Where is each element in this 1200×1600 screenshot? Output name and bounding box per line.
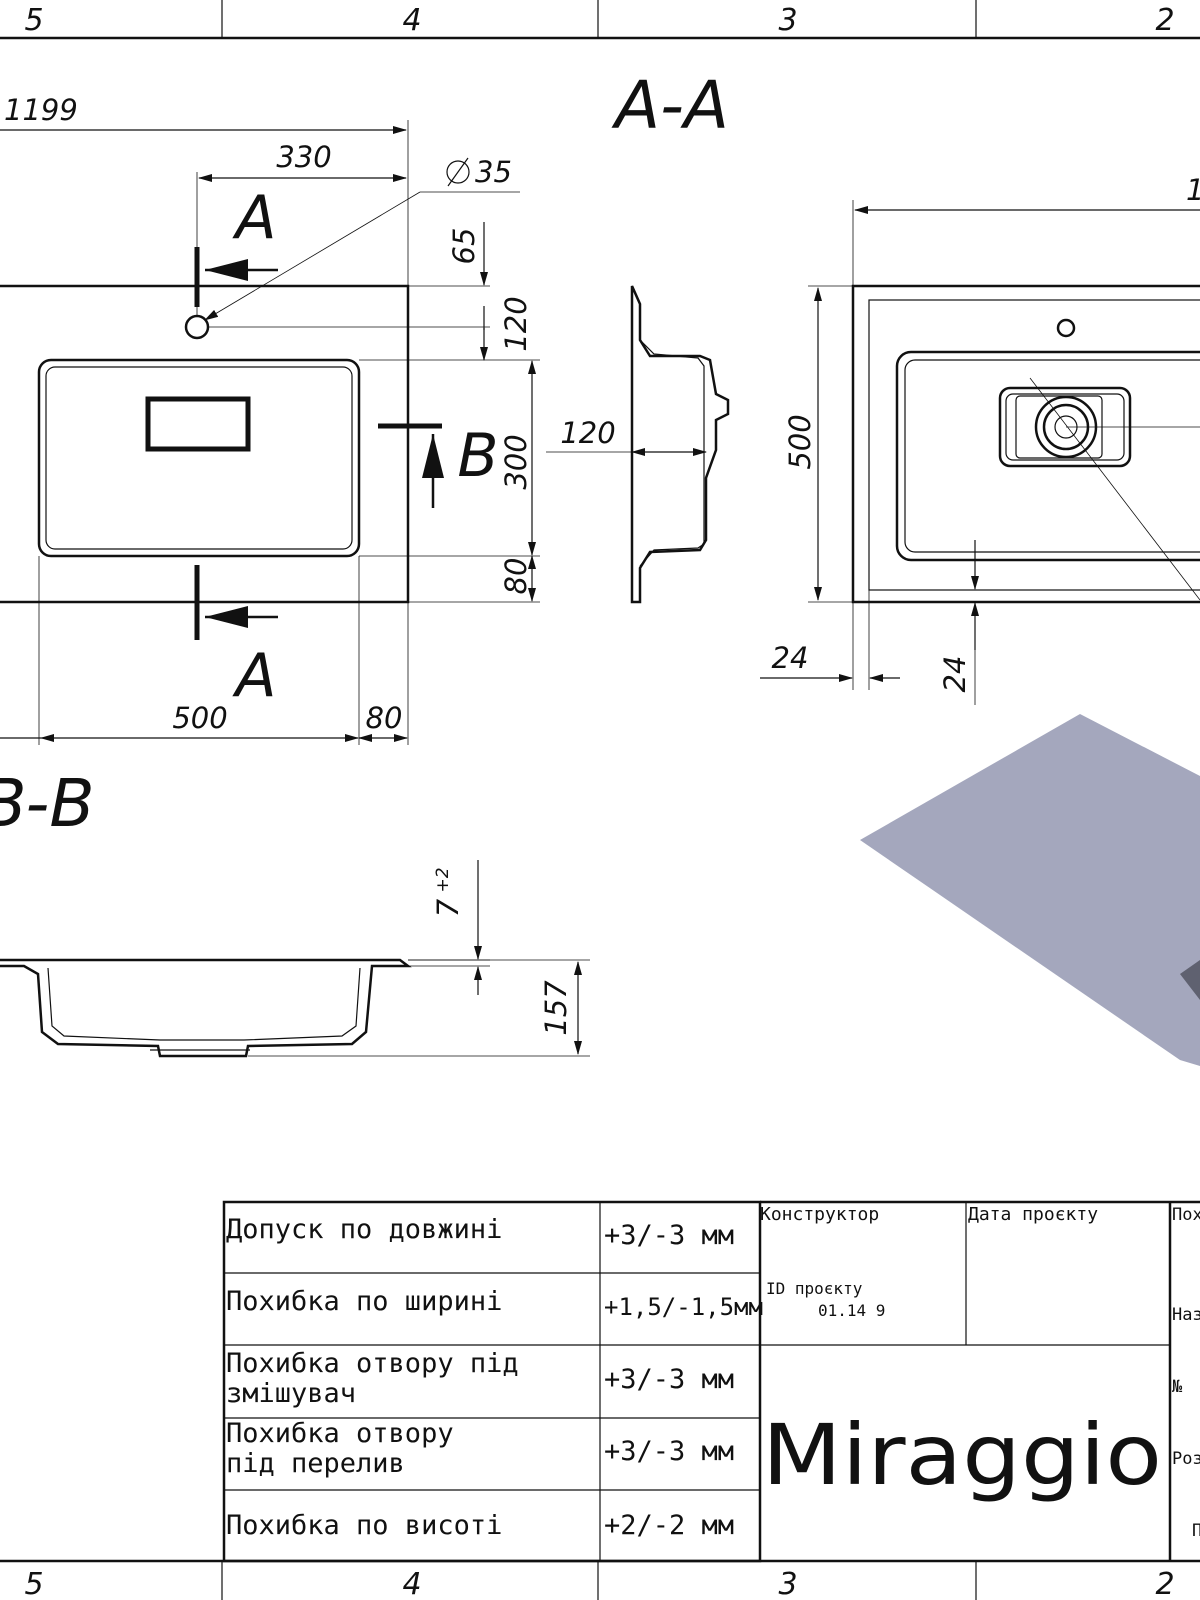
title-field-name: Наз xyxy=(1172,1305,1200,1325)
brand-logo-miraggio: Miraggio xyxy=(762,1406,1162,1504)
title-field-sheet: П xyxy=(1192,1521,1200,1541)
aa-mixer-hole xyxy=(1056,318,1076,338)
dim-diameter-35: 35 xyxy=(475,155,512,189)
designer-label: Конструктор xyxy=(760,1204,879,1225)
title-field-number: № xyxy=(1172,1377,1183,1397)
side-profile xyxy=(630,285,730,604)
section-mark-a-bottom: A xyxy=(231,641,276,711)
dim-80-bottom: 80 xyxy=(366,701,403,735)
section-mark-b: B xyxy=(457,421,498,491)
dim-length-partial: 1 xyxy=(1186,173,1200,207)
render-bowl-shadow xyxy=(1180,960,1200,1000)
zone-label-top-3: 3 xyxy=(778,3,797,38)
side-view: 120 xyxy=(546,285,730,604)
aa-bowl-outline xyxy=(895,350,1200,562)
zone-label-top-2: 2 xyxy=(1155,3,1174,38)
dim-7: 7 xyxy=(431,898,465,917)
frame-bottom-strip: 5 4 3 2 xyxy=(0,1559,1200,1600)
dim-120-depth: 120 xyxy=(560,416,615,450)
section-bb-title: B-B xyxy=(0,765,95,842)
dim-157: 157 xyxy=(539,980,573,1036)
tolerance-label-mixer-hole: Похибка отвору під змішувач xyxy=(226,1348,535,1409)
tolerance-value-length: +3/-3 мм xyxy=(604,1220,734,1251)
dim-500-width: 500 xyxy=(783,414,817,469)
dim-1199: 1199 xyxy=(4,93,78,127)
zone-label-bottom-5: 5 xyxy=(24,1567,43,1600)
title-field-size: Роз xyxy=(1172,1449,1200,1469)
frame-top-strip: 5 4 3 2 xyxy=(0,0,1200,40)
dim-120: 120 xyxy=(499,296,533,351)
section-bb-view: B-B 7 +2 157 xyxy=(0,765,590,1058)
aa-rim-outline xyxy=(868,299,1200,591)
zone-label-bottom-3: 3 xyxy=(778,1567,797,1600)
project-id-value: 01.14 9 xyxy=(818,1301,885,1320)
dim-300: 300 xyxy=(499,434,533,489)
countertop-outline xyxy=(0,284,410,604)
zone-label-top-4: 4 xyxy=(402,3,421,38)
dim-65: 65 xyxy=(447,228,481,265)
tolerance-value-width: +1,5/-1,5мм xyxy=(604,1293,763,1321)
render-countertop xyxy=(860,714,1200,1066)
aa-outer-outline xyxy=(851,284,1200,604)
zone-label-top-5: 5 xyxy=(24,3,43,38)
aa-drain xyxy=(998,377,1200,601)
tolerance-label-overflow-hole: Похибка отвору під перелив xyxy=(226,1418,470,1479)
section-mark-a-top: A xyxy=(231,183,276,253)
bb-profile xyxy=(0,958,412,1058)
bowl-inner-outline xyxy=(45,366,353,550)
overflow-slot xyxy=(145,396,251,452)
title-block: Конструктор Дата проєкту ID проєкту 01.1… xyxy=(760,1200,1200,1561)
zone-label-bottom-2: 2 xyxy=(1155,1567,1174,1600)
tolerance-value-overflow-hole: +3/-3 мм xyxy=(604,1436,734,1467)
render-3d xyxy=(860,714,1200,1066)
project-date-label: Дата проєкту xyxy=(968,1204,1098,1225)
dim-330: 330 xyxy=(276,140,331,174)
project-id-label: ID проєкту xyxy=(766,1279,863,1298)
dim-7-tolerance: +2 xyxy=(433,867,453,892)
tolerance-label-height: Похибка по висоті xyxy=(226,1510,502,1541)
tolerance-label-length: Допуск по довжині xyxy=(226,1214,502,1245)
dim-24-rim-left: 24 xyxy=(772,641,809,675)
bowl-outline xyxy=(37,358,361,558)
plan-view: 1199 330 35 65 120 300 80 500 80 A xyxy=(0,93,540,745)
tolerance-value-mixer-hole: +3/-3 мм xyxy=(604,1364,734,1395)
section-aa-title: A-A xyxy=(611,67,729,144)
zone-label-bottom-4: 4 xyxy=(402,1567,421,1600)
dim-24-rim-front: 24 xyxy=(938,656,972,693)
tolerance-value-height: +2/-2 мм xyxy=(604,1510,734,1541)
mixer-hole xyxy=(184,314,210,340)
title-field-accuracy: Пох xyxy=(1172,1205,1200,1225)
dim-80-side: 80 xyxy=(499,558,533,595)
section-aa-view: A-A 1 500 24 xyxy=(611,67,1200,705)
tolerance-label-width: Похибка по ширині xyxy=(226,1286,502,1317)
dim-500-bottom: 500 xyxy=(172,701,227,735)
tolerance-table: Допуск по довжині +3/-3 мм Похибка по ши… xyxy=(222,1200,763,1563)
